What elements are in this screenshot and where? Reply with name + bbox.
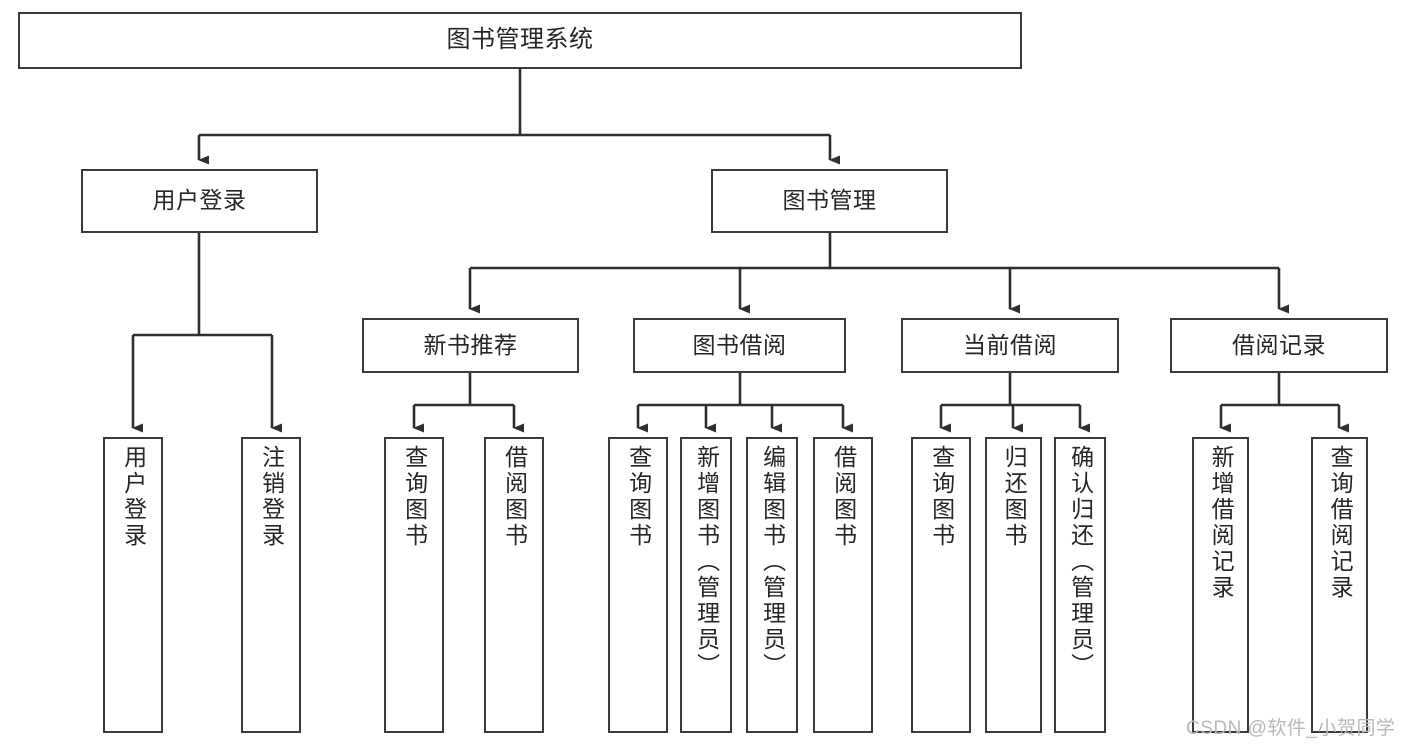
node-current-borrow-label: 当前借阅 [963, 331, 1057, 358]
node-user-login-label: 用户登录 [152, 187, 247, 214]
leaf-user-login[interactable]: 用户登录 [103, 437, 163, 733]
leaf-add-borrow-record[interactable]: 新增借阅记录 [1192, 437, 1249, 733]
node-book-borrow[interactable]: 图书借阅 [633, 318, 846, 373]
leaf-query-borrow-record-label: 查询借阅记录 [1327, 445, 1354, 601]
leaf-query-book-current[interactable]: 查询图书 [911, 437, 971, 733]
node-user-login[interactable]: 用户登录 [81, 169, 318, 233]
node-root-label: 图书管理系统 [446, 26, 594, 54]
node-root[interactable]: 图书管理系统 [18, 12, 1022, 69]
node-new-book-recommend[interactable]: 新书推荐 [362, 318, 579, 373]
csdn-watermark: CSDN @软件_小贺同学 [1186, 718, 1396, 739]
leaf-query-book-borrow[interactable]: 查询图书 [608, 437, 668, 733]
node-borrow-record-label: 借阅记录 [1232, 331, 1326, 358]
node-book-management[interactable]: 图书管理 [711, 169, 948, 233]
leaf-query-book-current-label: 查询图书 [928, 445, 955, 549]
node-current-borrow[interactable]: 当前借阅 [901, 318, 1119, 373]
leaf-query-borrow-record[interactable]: 查询借阅记录 [1311, 437, 1368, 733]
leaf-return-book-label: 归还图书 [1001, 445, 1028, 549]
leaf-borrow-book-label: 借阅图书 [830, 445, 857, 549]
leaf-confirm-return-admin[interactable]: 确认归还（管理员） [1054, 437, 1106, 733]
leaf-return-book[interactable]: 归还图书 [985, 437, 1042, 733]
leaf-edit-book-admin-label: 编辑图书（管理员） [759, 445, 786, 679]
leaf-logout[interactable]: 注销登录 [241, 437, 301, 733]
node-book-borrow-label: 图书借阅 [692, 331, 787, 358]
node-book-management-label: 图书管理 [782, 187, 877, 214]
leaf-query-book-recommend-label: 查询图书 [401, 445, 428, 549]
leaf-borrow-book[interactable]: 借阅图书 [813, 437, 873, 733]
leaf-add-borrow-record-label: 新增借阅记录 [1208, 445, 1235, 601]
leaf-borrow-book-recommend[interactable]: 借阅图书 [484, 437, 544, 733]
leaf-add-book-admin[interactable]: 新增图书（管理员） [680, 437, 732, 733]
leaf-query-book-recommend[interactable]: 查询图书 [384, 437, 444, 733]
leaf-add-book-admin-label: 新增图书（管理员） [693, 445, 720, 679]
node-borrow-record[interactable]: 借阅记录 [1170, 318, 1388, 373]
leaf-confirm-return-admin-label: 确认归还（管理员） [1067, 445, 1094, 679]
leaf-query-book-borrow-label: 查询图书 [625, 445, 652, 549]
leaf-user-login-label: 用户登录 [120, 445, 147, 549]
leaf-edit-book-admin[interactable]: 编辑图书（管理员） [746, 437, 798, 733]
leaf-borrow-book-recommend-label: 借阅图书 [501, 445, 528, 549]
node-new-book-recommend-label: 新书推荐 [423, 331, 518, 358]
leaf-logout-label: 注销登录 [258, 445, 285, 549]
